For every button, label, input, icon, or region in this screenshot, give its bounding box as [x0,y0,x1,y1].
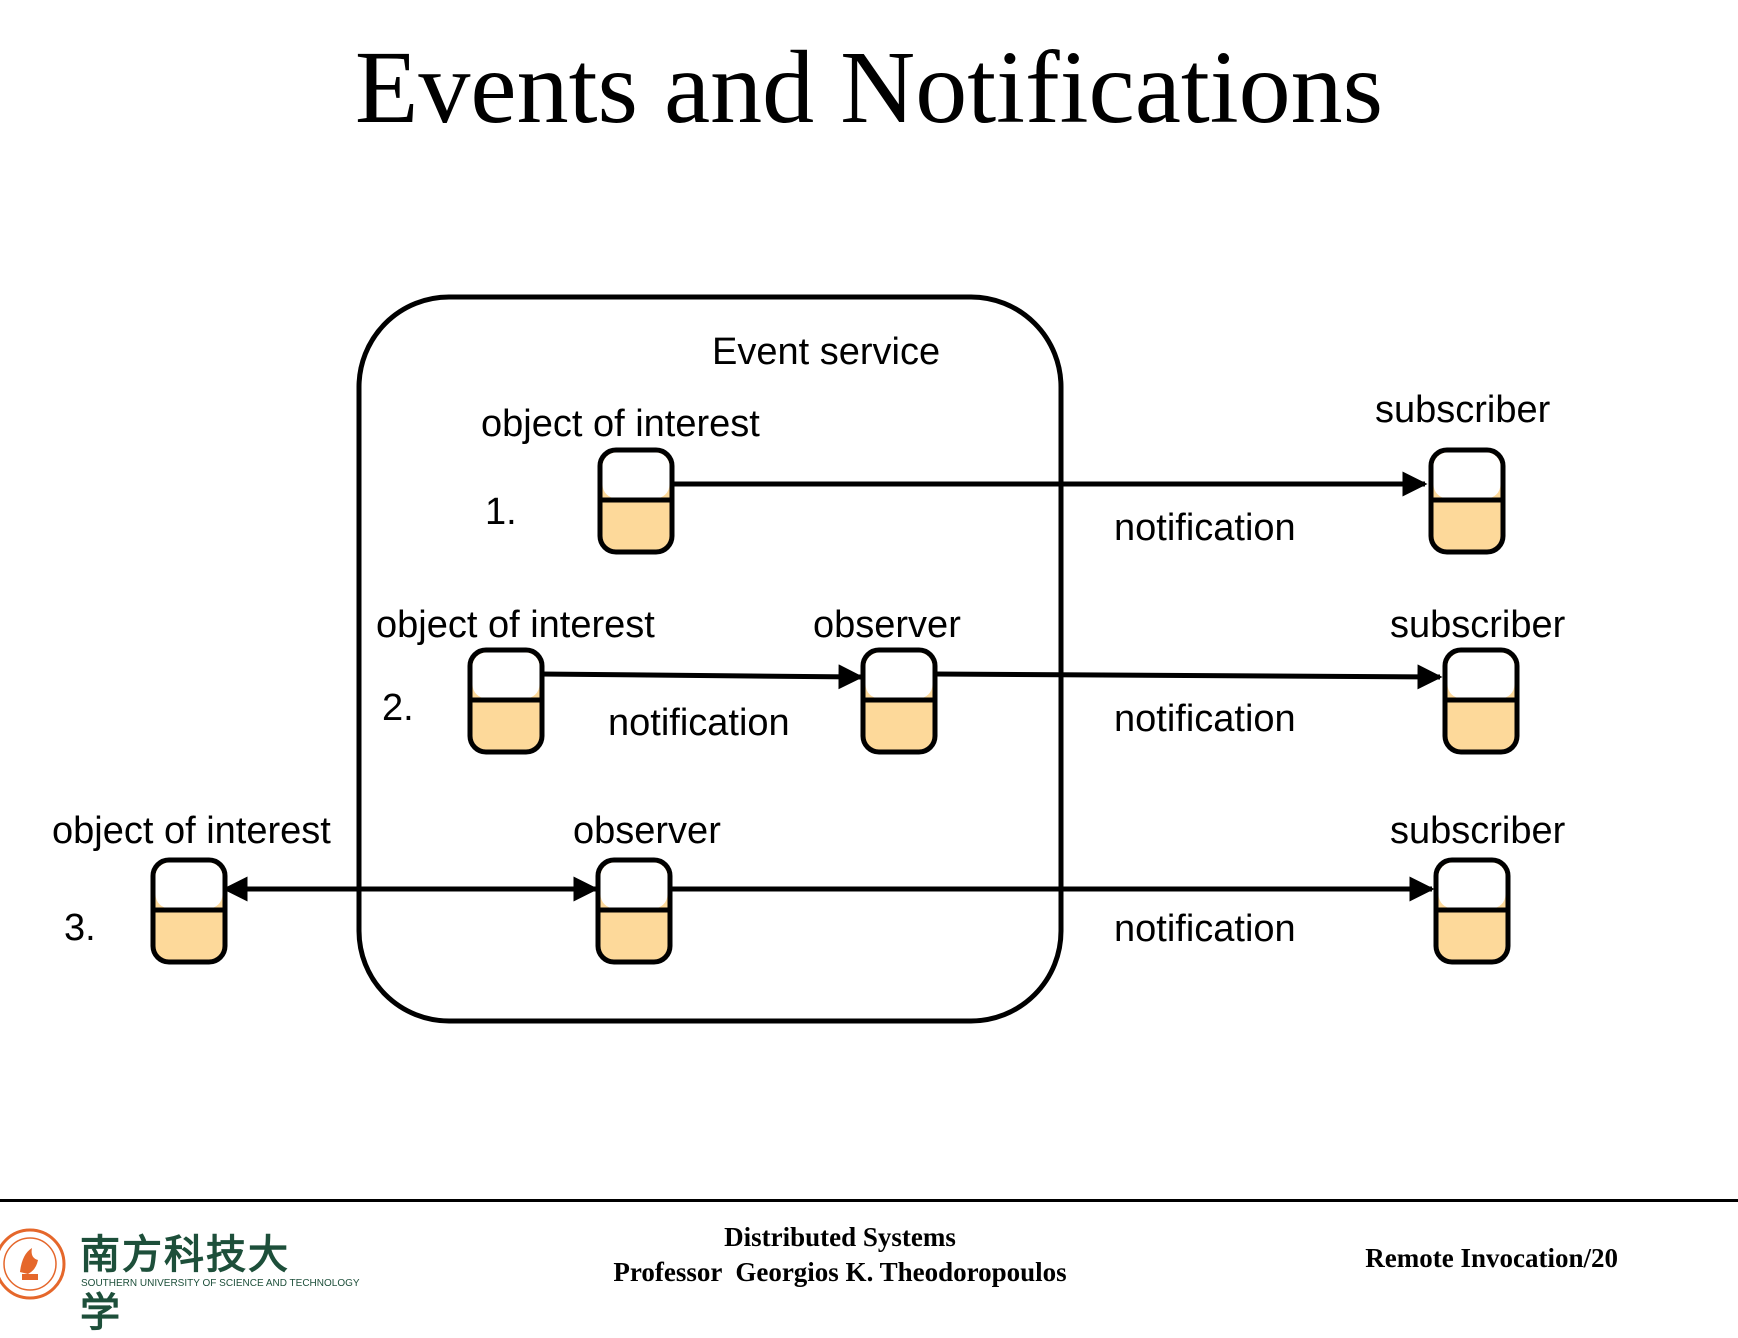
footer-divider [0,1199,1738,1202]
row3-observer-icon [595,857,673,965]
event-service-label: Event service [712,331,940,373]
row2-observer-label: observer [813,604,961,646]
row1-subscriber-label: subscriber [1375,389,1551,431]
footer-professor: Professor Georgios K. Theodoropoulos [613,1257,1067,1287]
row2-number: 2. [382,687,414,729]
row2-notification-in-label: notification [608,702,790,744]
row1-object-of-interest-icon [597,447,675,555]
row3-subscriber-icon [1433,857,1511,965]
footer-slide-ref: Remote Invocation/20 [1365,1243,1618,1273]
university-emblem-icon [0,1228,66,1300]
university-logo: 南方科技大学 SOUTHERN UNIVERSITY OF SCIENCE AN… [0,1214,360,1336]
row3-subscriber-label: subscriber [1390,810,1566,852]
logo-english-text: SOUTHERN UNIVERSITY OF SCIENCE AND TECHN… [81,1278,360,1289]
row2-subscriber-label: subscriber [1390,604,1566,646]
row3-number: 3. [64,907,96,949]
row2-observer-icon [860,647,938,755]
row2-notification-arrow-out [933,664,1443,690]
row1-subscriber-icon [1428,447,1506,555]
row2-object-of-interest-icon [467,647,545,755]
slide-title: Events and Notifications [354,30,1384,145]
row3-notification-label: notification [1114,908,1296,950]
footer-course-info: Distributed Systems Professor Georgios K… [480,1220,1200,1290]
row3-object-of-interest-label: object of interest [52,810,331,852]
row3-object-of-interest-icon [150,857,228,965]
logo-chinese-text: 南方科技大学 [80,1231,290,1336]
row2-subscriber-icon [1442,647,1520,755]
footer-course: Distributed Systems [724,1222,956,1252]
row2-notification-out-label: notification [1114,698,1296,740]
row3-observer-label: observer [573,810,721,852]
event-service-box [356,294,1064,1024]
row2-notification-arrow-in [539,664,864,690]
row1-number: 1. [485,491,517,533]
row1-notification-label: notification [1114,507,1296,549]
row1-object-of-interest-label: object of interest [481,403,760,445]
row2-object-of-interest-label: object of interest [376,604,655,646]
